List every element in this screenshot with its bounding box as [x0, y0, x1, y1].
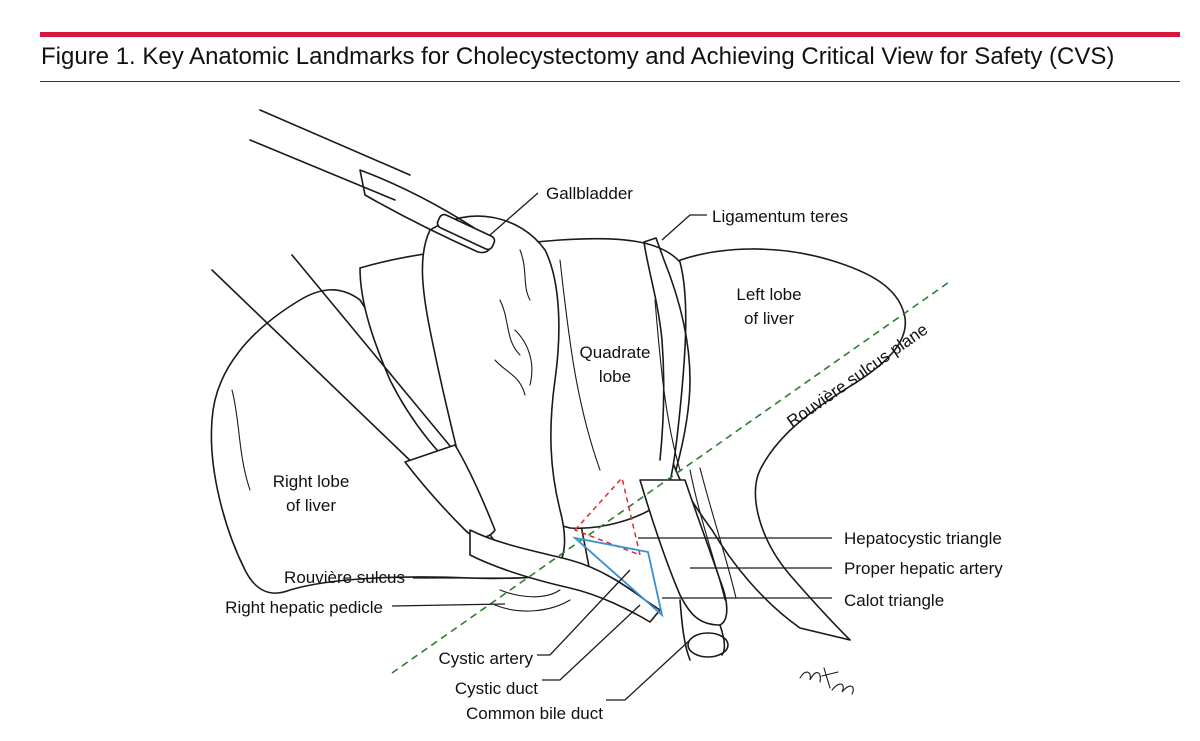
hepatocystic-triangle-label: Hepatocystic triangle	[844, 529, 1002, 548]
title-accent-rule	[40, 32, 1180, 37]
left-lobe-shape	[661, 248, 907, 641]
artist-signature-icon	[799, 667, 854, 695]
right-lobe-label-line1: Right lobe	[273, 472, 350, 491]
right-lobe-label-line2: of liver	[286, 496, 336, 515]
proper-hepatic-artery-shape	[689, 467, 737, 601]
ligamentum-teres-shape	[643, 237, 691, 471]
left-lobe-label-line2: of liver	[744, 309, 794, 328]
bile-duct-opening	[687, 632, 729, 658]
right-hepatic-pedicle-shape	[494, 589, 571, 612]
ligamentum-teres-label: Ligamentum teres	[712, 207, 848, 226]
right-hepatic-pedicle-label: Right hepatic pedicle	[225, 598, 383, 617]
quadrate-lobe-label-line2: lobe	[599, 367, 631, 386]
title-underline-rule	[40, 81, 1180, 82]
calot-triangle-label: Calot triangle	[844, 591, 944, 610]
figure-title: Figure 1. Key Anatomic Landmarks for Cho…	[41, 43, 1115, 70]
cystic-duct-label: Cystic duct	[455, 679, 538, 698]
cystic-duct-shape	[469, 529, 661, 623]
grasper-upper-tip	[436, 213, 496, 251]
grasper-upper-shaft	[249, 109, 411, 201]
common-bile-duct-leader	[606, 639, 691, 701]
gallbladder-leader	[489, 192, 539, 236]
common-bile-duct-lower	[679, 599, 726, 661]
cystic-duct-leader	[542, 604, 641, 681]
proper-hepatic-artery-label: Proper hepatic artery	[844, 559, 1003, 578]
common-bile-duct-label: Common bile duct	[466, 704, 603, 723]
gallbladder-label: Gallbladder	[546, 184, 633, 203]
left-lobe-label-line1: Left lobe	[736, 285, 801, 304]
calot-triangle-outline	[571, 536, 664, 618]
ligamentum-teres-shape-2	[643, 241, 665, 461]
rouviere-plane-line	[391, 279, 953, 674]
gallbladder-vessels	[494, 249, 533, 396]
hepatocystic-triangle-outline	[573, 476, 642, 557]
rouviere-sulcus-label: Rouvière sulcus	[284, 568, 405, 587]
cystic-artery-label: Cystic artery	[439, 649, 534, 668]
right-lobe-fold	[231, 389, 251, 491]
cystic-artery-leader	[537, 569, 631, 656]
quadrate-lobe-fold	[559, 259, 601, 471]
grasper-lower-shaft	[211, 254, 456, 471]
right-hepatic-pedicle-leader	[391, 603, 506, 607]
ligamentum-teres-leader	[661, 214, 707, 241]
quadrate-lobe-label-line1: Quadrate	[580, 343, 651, 362]
